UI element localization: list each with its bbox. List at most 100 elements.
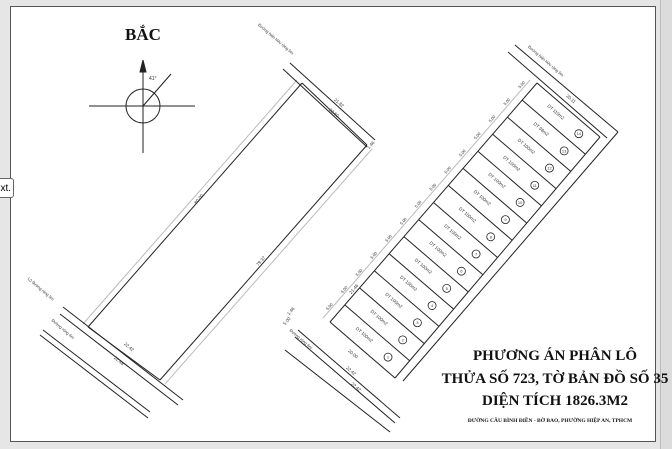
dimension-label: 22.42: [350, 381, 362, 392]
lot-area-label: DT 100m2: [428, 240, 448, 258]
offset-line: [82, 79, 298, 325]
lot-divider: [492, 133, 557, 190]
frontage-dimension: 5.00: [325, 301, 334, 311]
compass-angle: 41°: [149, 76, 157, 82]
title-line1: PHƯƠNG ÁN PHÂN LÔ: [473, 347, 637, 364]
lot-number: 14: [577, 131, 582, 136]
lot-number: 11: [533, 183, 538, 188]
lot-divider: [521, 99, 586, 155]
dimension-label: 21.46: [348, 283, 360, 295]
scrollbar[interactable]: [660, 0, 672, 449]
road-line: [289, 62, 376, 141]
road-line: [297, 329, 401, 419]
lot-divider: [462, 167, 528, 224]
lot-area-label: DT 98m2: [532, 121, 550, 137]
road-line: [402, 131, 619, 382]
lot-number-circle: [574, 129, 584, 139]
road-label: Lộ đường rộng 5m: [27, 276, 56, 302]
road-line: [514, 44, 619, 133]
boundary-line: [87, 82, 303, 328]
lot-area-label: DT 100m2: [443, 223, 463, 241]
lot-area-label: DT 100m2: [384, 292, 404, 310]
dimension-label: 22.60: [328, 107, 340, 118]
title-block: PHƯƠNG ÁN PHÂN LÔ THỬA SỐ 723, TỜ BẢN ĐỒ…: [442, 347, 669, 424]
lot-number-circle: [412, 318, 422, 328]
lot-number-circle: [427, 301, 437, 310]
lot-area-label: DT 100m2: [355, 326, 375, 344]
dimension-label: 80.00: [193, 193, 205, 205]
dimension-label: 20.11: [565, 93, 577, 104]
lot-number: 6: [460, 269, 463, 274]
north-label: BẮC: [125, 25, 161, 44]
boundary-line: [329, 321, 396, 379]
frontage-dimension: 5.00: [340, 284, 349, 294]
frontage-dimension: 5.00: [399, 216, 408, 226]
dimension-label: 22.48: [113, 355, 125, 366]
dimension-label: 79.37: [255, 255, 267, 267]
boundary-line: [536, 82, 601, 138]
lot-divider: [344, 304, 410, 362]
road-line: [284, 349, 391, 433]
lot-number-circle: [442, 283, 452, 293]
lot-number: 8: [490, 234, 493, 239]
dimension-label: 22.42: [345, 365, 357, 376]
frontage-dimension: 5.00: [517, 79, 526, 89]
dimension-label: 20.00: [347, 348, 359, 359]
lot-divider: [418, 219, 484, 276]
title-line3: DIỆN TÍCH 1826.3M2: [482, 392, 628, 409]
lot-divider: [507, 116, 572, 172]
lot-number: 5: [446, 286, 449, 291]
lot-divider: [433, 202, 498, 258]
tooltip: xt.: [0, 178, 14, 198]
boundary-line: [301, 82, 368, 146]
lot-number-circle: [383, 352, 393, 362]
frontage-dimension: 5.00: [384, 233, 393, 243]
lot-number-circle: [457, 266, 466, 276]
compass-icon: [89, 59, 195, 153]
title-line2: THỬA SỐ 723, TỜ BẢN ĐỒ SỐ 35: [442, 369, 669, 387]
lot-number-circle: [515, 198, 525, 207]
dimension-label: 1.46: [286, 306, 296, 316]
lot-area-label: DT 100m2: [458, 206, 478, 224]
lot-area-label: DT 100m2: [487, 172, 507, 190]
road-label: Đường hiện hữu rộng 5m: [257, 22, 295, 56]
lot-divider: [359, 287, 425, 344]
lot-number: 13: [562, 148, 567, 153]
lot-number: 4: [431, 303, 434, 308]
lot-divider: [447, 185, 513, 241]
road-line: [507, 51, 608, 139]
lot-area-label: DT 100m2: [399, 275, 419, 293]
road-line: [294, 336, 396, 424]
lot-divider: [477, 150, 542, 207]
road-label: Đường rộng 6m: [51, 318, 76, 341]
frontage-dimension: 5.00: [428, 182, 437, 192]
lot-number-circle: [559, 146, 569, 156]
lot-number-circle: [398, 335, 408, 345]
lot-area-label: DT 100m2: [502, 155, 522, 173]
lot-area-label: DT 100m2: [473, 189, 493, 207]
address: ĐƯỜNG CẦU BÌNH ĐIỀN - BỜ BAO, PHƯỜNG HIỆ…: [468, 416, 633, 424]
lot-divider: [374, 270, 440, 327]
road-line: [42, 329, 151, 413]
lot-divider: [403, 236, 469, 293]
frontage-dimension: 5.00: [443, 165, 452, 175]
lot-divider: [388, 253, 454, 310]
road-line: [39, 334, 149, 419]
road-line: [282, 68, 368, 148]
road-line: [62, 306, 184, 401]
lot-number: 9: [504, 217, 507, 222]
lot-number: 1: [387, 355, 390, 360]
lot-number-circle: [471, 249, 481, 259]
frontage-dimension: 5.00: [354, 267, 363, 277]
frontage-dimension: 5.00: [458, 148, 467, 158]
road-label: Đường rộng 6m: [289, 328, 314, 351]
lot-number-circle: [545, 163, 554, 173]
frontage-dimension: 5.00: [487, 114, 496, 124]
road-line: [59, 313, 179, 406]
lot-number: 3: [416, 320, 419, 325]
offset-line: [164, 148, 373, 385]
lot-area-label: DT 110m2: [546, 103, 565, 121]
dimension-label: 5.00: [282, 316, 292, 326]
left-parcel: 21.8222.601.4680.0079.3722.4222.48Đường …: [27, 22, 376, 419]
